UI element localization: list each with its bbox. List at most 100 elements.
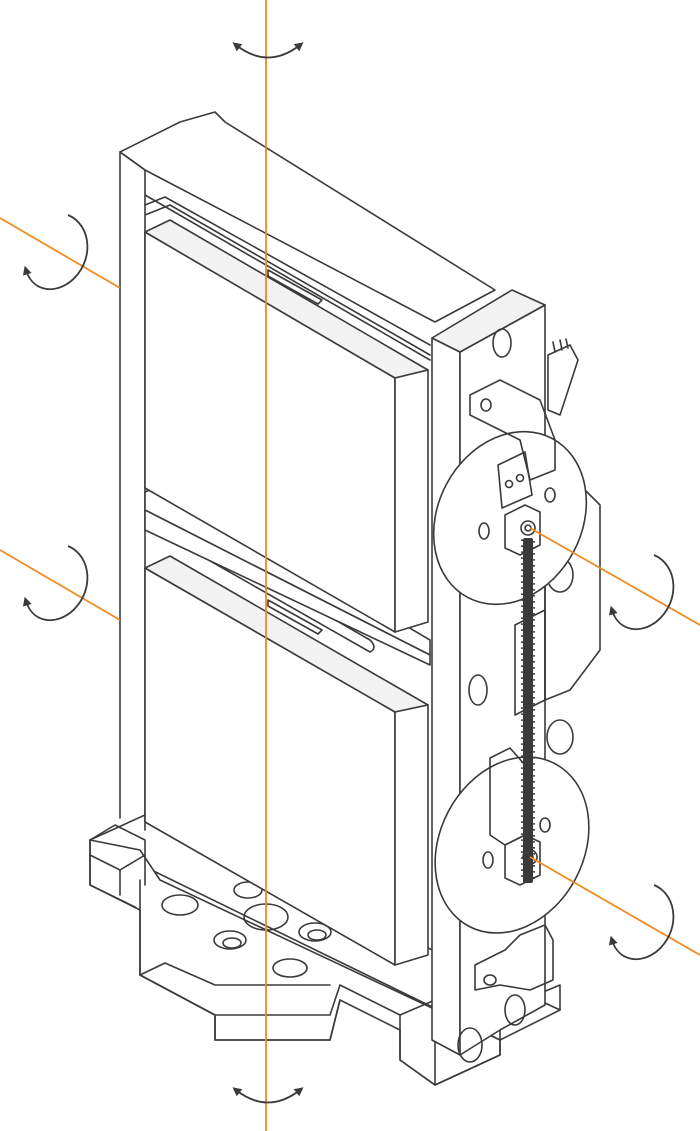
lower-disc-hole-2 <box>539 817 551 833</box>
belt-tooth <box>520 635 536 639</box>
belt-tooth <box>520 821 536 825</box>
middle-left-axis-line <box>0 549 121 621</box>
belt-tooth <box>520 743 536 747</box>
lower-disc-hole-1 <box>482 851 494 869</box>
rotation-arrow-upper-right <box>608 554 675 631</box>
belt-tooth <box>520 713 536 717</box>
belt-tooth <box>520 869 536 873</box>
belt-tooth <box>520 863 536 867</box>
lower-foot-hole <box>483 974 497 986</box>
lower-block <box>144 555 429 966</box>
belt-tooth <box>520 569 536 573</box>
belt-tooth <box>520 701 536 705</box>
belt-tooth <box>520 803 536 807</box>
frame-middle-rail-lower <box>144 509 431 666</box>
frame-top-cap <box>119 111 496 323</box>
rotation-arrow-lower-right <box>608 884 675 961</box>
base-corner-block-left <box>89 824 146 896</box>
upper-right-axis-line <box>529 527 700 626</box>
belt-tooth <box>520 593 536 597</box>
upper-left-axis-line <box>0 217 121 289</box>
belt-tooth <box>520 599 536 603</box>
frame-top-shelf <box>144 196 431 346</box>
upper-disc-plate <box>432 430 588 606</box>
side-post-front <box>431 337 461 1056</box>
belt-tooth <box>520 617 536 621</box>
belt-tooth <box>520 809 536 813</box>
belt-tooth <box>520 827 536 831</box>
upper-block-tab <box>267 269 323 305</box>
belt-tooth <box>520 755 536 759</box>
belt-tooth <box>520 767 536 771</box>
upper-pulley-hub <box>520 520 536 536</box>
upper-disc-arm <box>469 379 556 481</box>
upper-clamp-hole-1 <box>504 479 514 489</box>
lower-block-side <box>394 704 429 966</box>
belt-tooth <box>520 611 536 615</box>
belt-tooth <box>520 749 536 753</box>
side-post-top <box>431 289 546 353</box>
belt-tooth <box>520 839 536 843</box>
belt-tooth <box>520 737 536 741</box>
rotation-arrow-top <box>232 42 304 59</box>
post-hole-4 <box>504 994 526 1026</box>
belt-tooth <box>520 695 536 699</box>
belt-tooth <box>520 665 536 669</box>
base-hole-5 <box>298 922 332 942</box>
belt-tooth <box>520 815 536 819</box>
belt-tooth <box>520 683 536 687</box>
lower-disc-foot <box>474 924 554 991</box>
rotation-arrow-middle-left <box>22 545 89 622</box>
lower-disc <box>434 747 590 991</box>
belt-tooth <box>520 677 536 681</box>
upper-disc <box>432 379 588 606</box>
belt-tooth <box>520 797 536 801</box>
belt-tooth <box>520 725 536 729</box>
belt-tooth <box>520 707 536 711</box>
belt-tooth <box>520 833 536 837</box>
base-hole-5-inner <box>307 929 327 941</box>
belt-tooth <box>520 875 536 879</box>
belt-tooth <box>520 539 536 543</box>
belt-tooth <box>520 545 536 549</box>
belt-tooth <box>520 551 536 555</box>
base-hole-2 <box>233 881 263 899</box>
base-hole-1 <box>161 894 199 916</box>
upper-arm-hole <box>480 398 492 412</box>
upper-disc-clamp <box>497 451 533 509</box>
motor-bracket-clip <box>514 609 546 716</box>
base-hole-6 <box>272 958 308 978</box>
rotation-arrows <box>22 42 675 1104</box>
belt-tooth <box>520 581 536 585</box>
belt-tooth <box>520 845 536 849</box>
post-hole-2 <box>468 674 488 706</box>
upper-block <box>144 219 429 633</box>
belt-tooth <box>520 575 536 579</box>
belt-tooth <box>520 647 536 651</box>
frame-top-cap-front <box>119 151 431 831</box>
drive-belt-teeth <box>520 539 536 879</box>
lower-right-axis-line <box>529 856 700 956</box>
belt-tooth <box>520 761 536 765</box>
belt-tooth <box>520 689 536 693</box>
connector-plug <box>547 338 579 416</box>
belt-tooth <box>520 779 536 783</box>
post-hole-3 <box>457 1027 483 1063</box>
belt-tooth <box>520 563 536 567</box>
base-hole-4 <box>213 930 247 950</box>
base-hole-4-inner <box>222 937 242 949</box>
belt-tooth <box>520 605 536 609</box>
belt-tooth <box>520 629 536 633</box>
belt-tooth <box>520 623 536 627</box>
belt-tooth <box>520 641 536 645</box>
upper-clamp-hole-2 <box>515 473 525 483</box>
drive-belt <box>520 538 536 883</box>
belt-tooth <box>520 719 536 723</box>
post-hole-1 <box>492 328 512 358</box>
belt-tooth <box>520 785 536 789</box>
rotation-arrow-upper-left <box>22 214 89 291</box>
upper-pulley-block <box>504 504 541 556</box>
belt-tooth <box>520 791 536 795</box>
